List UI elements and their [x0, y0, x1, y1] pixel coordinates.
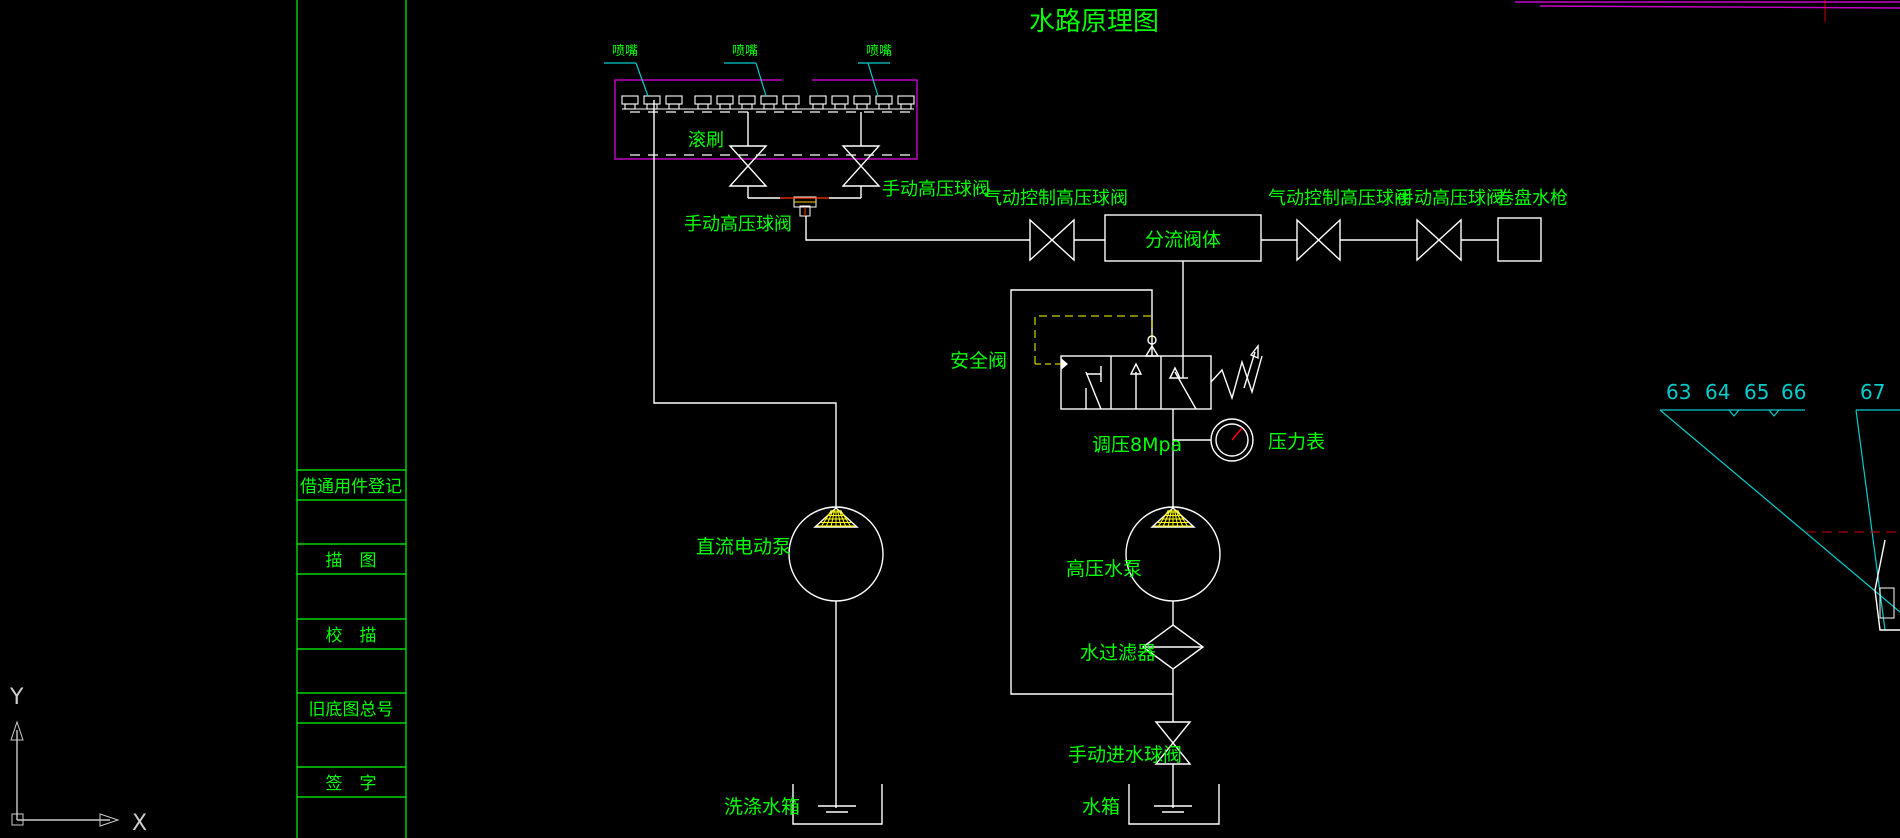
callout-63: 63 — [1666, 380, 1691, 404]
nozzle-icon — [897, 95, 915, 110]
nozzle-icon — [809, 95, 827, 110]
tee-fitting — [780, 196, 829, 217]
manifold-block[interactable]: 分流阀体 — [1104, 214, 1262, 262]
pressure-gauge[interactable] — [1210, 418, 1254, 462]
ucs-x-label: X — [132, 811, 147, 836]
callout-67: 67 — [1860, 380, 1885, 404]
roller-brush-assembly[interactable]: 滚刷 — [614, 79, 918, 160]
nozzle-icon — [665, 95, 683, 110]
pump-mesh-left — [817, 509, 855, 528]
pump-mesh-right — [1154, 509, 1192, 528]
label-pressure-gauge: 压力表 — [1268, 431, 1325, 453]
nozzle-icon — [738, 95, 756, 110]
ucs-y-label: Y — [9, 685, 24, 710]
label-water-filter: 水过滤器 — [1080, 642, 1156, 664]
pipe-bypass-loop — [1010, 289, 1173, 695]
title-block-row-1: 借通用件登记 — [300, 477, 402, 497]
title-block-row-2: 描 图 — [326, 551, 377, 571]
label-nozzle-2: 喷嘴 — [732, 44, 758, 59]
nozzle-icon — [875, 95, 893, 110]
label-wash-tank: 洗涤水箱 — [724, 796, 800, 818]
title-block-row-5: 签 字 — [326, 774, 377, 794]
pipe-brush-return — [653, 100, 837, 508]
manual-hp-valve-c[interactable] — [1416, 218, 1462, 262]
title-block: 借通用件登记 描 图 校 描 旧底图总号 签 字 — [296, 0, 407, 838]
label-regulate: 调压8Mpa — [1092, 434, 1182, 456]
callout-64: 64 — [1705, 380, 1730, 404]
title-block-row-3: 校 描 — [326, 626, 377, 646]
label-manifold: 分流阀体 — [1145, 229, 1221, 251]
callout-66: 66 — [1781, 380, 1806, 404]
manual-inlet-valve[interactable] — [1154, 721, 1192, 765]
label-nozzle-3: 喷嘴 — [866, 44, 892, 59]
label-dc-pump: 直流电动泵 — [696, 536, 791, 558]
label-manual-inlet-valve: 手动进水球阀 — [1068, 744, 1182, 766]
label-manual-hp-valve-b: 手动高压球阀 — [684, 214, 792, 235]
nozzle-labels: 喷嘴 喷嘴 喷嘴 — [604, 44, 892, 97]
label-nozzle-1: 喷嘴 — [612, 44, 638, 59]
wash-tank[interactable] — [792, 784, 883, 825]
label-safety-valve: 安全阀 — [950, 350, 1007, 372]
safety-valve[interactable] — [1034, 315, 1263, 410]
label-water-tank: 水箱 — [1082, 796, 1120, 818]
nozzle-icon — [643, 95, 661, 110]
label-manual-hp-valve-a: 手动高压球阀 — [882, 179, 990, 200]
label-hose-reel: 卷盘水枪 — [1496, 188, 1568, 209]
pipe-to-pneumatic-valve — [805, 216, 1030, 241]
nozzle-icon — [694, 95, 712, 110]
label-pneumatic-valve-a: 气动控制高压球阀 — [984, 188, 1128, 209]
callout-65: 65 — [1744, 380, 1769, 404]
label-pneumatic-valve-b: 气动控制高压球阀 — [1268, 188, 1412, 209]
pneumatic-valve-left[interactable] — [1029, 218, 1105, 262]
manual-hp-valve-left[interactable] — [728, 112, 768, 198]
nozzle-row — [621, 95, 915, 110]
side-callouts: 63 64 65 66 67 — [1659, 380, 1900, 631]
label-hp-pump: 高压水泵 — [1066, 558, 1142, 580]
ucs-axis-icon: Y X — [9, 685, 147, 836]
pneumatic-valve-right[interactable] — [1296, 218, 1341, 262]
nozzle-icon — [621, 95, 639, 110]
diagram-title: 水路原理图 — [1029, 7, 1159, 37]
nozzle-icon — [716, 95, 734, 110]
nozzle-icon — [853, 95, 871, 110]
label-roller-brush: 滚刷 — [688, 130, 724, 151]
nozzle-icon — [782, 95, 800, 110]
hose-reel-gun[interactable] — [1497, 217, 1542, 262]
nozzle-icon — [831, 95, 849, 110]
title-block-row-4: 旧底图总号 — [309, 700, 394, 720]
hp-pump[interactable] — [1125, 506, 1221, 602]
water-tank[interactable] — [1128, 784, 1220, 825]
manual-hp-valve-right[interactable] — [841, 112, 881, 198]
offsheet-magenta-fragment — [1515, 0, 1900, 22]
label-manual-hp-valve-c: 手动高压球阀 — [1396, 188, 1504, 209]
nozzle-icon — [760, 95, 778, 110]
dc-pump[interactable] — [788, 506, 884, 602]
